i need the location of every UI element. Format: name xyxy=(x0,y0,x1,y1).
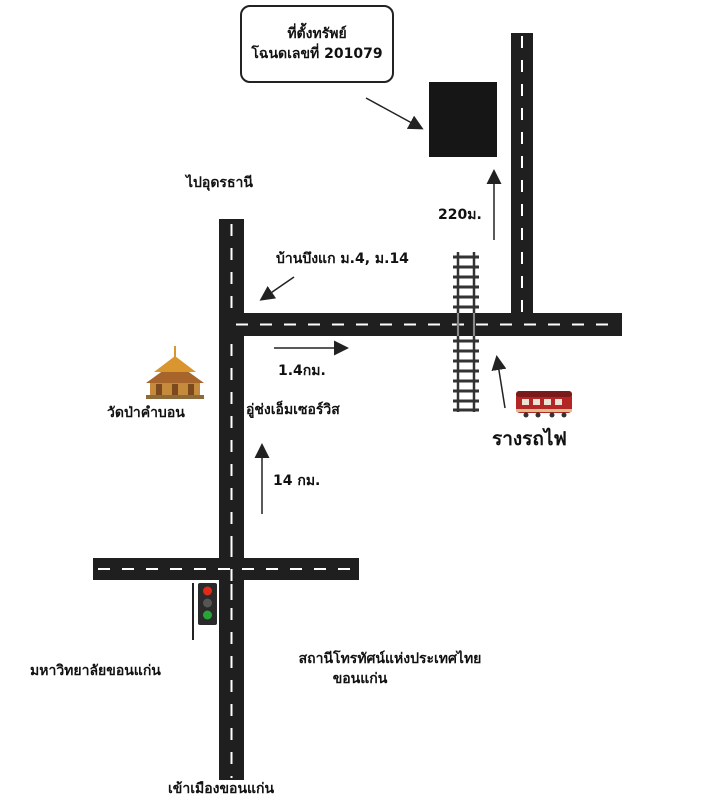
railway-track-icon xyxy=(453,252,479,412)
label-distance-220m: 220ม. xyxy=(438,207,482,223)
traffic-light-icon xyxy=(192,583,217,640)
roads xyxy=(93,33,622,780)
label-garage: อู่ช่งเอ็มเซอร์วิส xyxy=(246,402,340,418)
label-to-khonkaen: เข้าเมืองขอนแก่น xyxy=(168,781,275,797)
arrow-railway xyxy=(491,355,507,409)
arrow-to-parcel xyxy=(365,97,424,130)
train-icon xyxy=(516,391,572,418)
parcel-road xyxy=(511,33,533,323)
label-ban-bueng-kae: บ้านบึงแก ม.4, ม.14 xyxy=(276,251,409,267)
label-railway: รางรถไฟ xyxy=(492,428,567,450)
parcel-square-icon xyxy=(429,82,497,157)
parcel-info-box: ที่ตั้งทรัพย์ โฉนดเลขที่ 201079 xyxy=(240,5,394,83)
east-road xyxy=(219,313,622,336)
label-distance-1-4km: 1.4กม. xyxy=(278,363,326,379)
parcel-deed-number: โฉนดเลขที่ 201079 xyxy=(251,46,383,62)
label-temple: วัดป่าคำบอน xyxy=(107,405,185,421)
arrow-ban-bueng-kae xyxy=(259,276,295,301)
label-university: มหาวิทยาลัยขอนแก่น xyxy=(30,663,161,679)
label-tv-station-line2: ขอนแก่น xyxy=(332,671,388,687)
label-tv-station-line1: สถานีโทรทัศน์แห่งประเทศไทย xyxy=(298,651,482,667)
parcel-title: ที่ตั้งทรัพย์ xyxy=(287,26,347,42)
label-distance-14km: 14 กม. xyxy=(273,473,321,489)
temple-icon xyxy=(146,346,204,399)
label-to-udon: ไปอุดรธานี xyxy=(186,175,253,191)
